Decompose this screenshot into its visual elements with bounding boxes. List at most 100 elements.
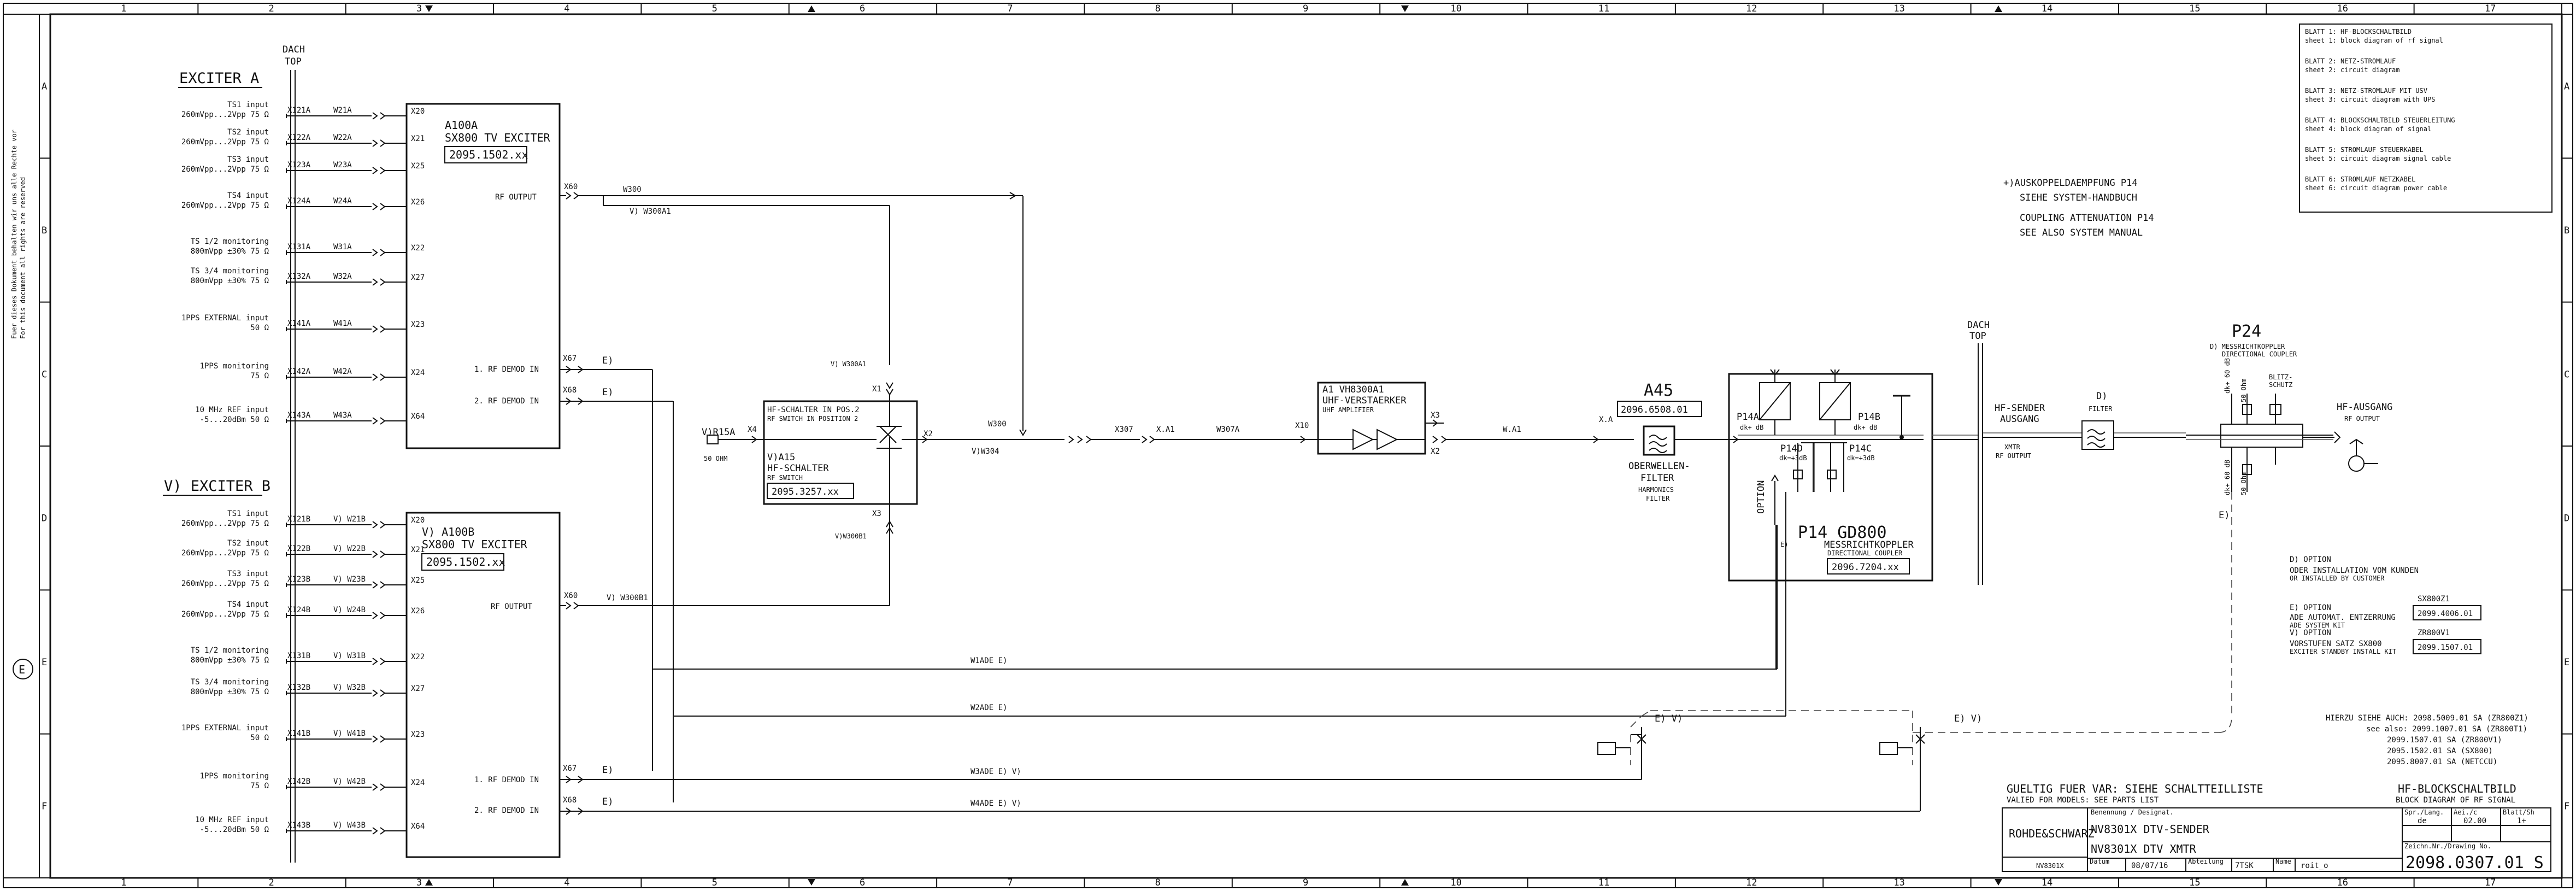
input-cable: W21A	[333, 106, 352, 115]
input-label: TS1 input	[227, 509, 269, 518]
label-rf-exit-xmtr: XMTR	[2004, 443, 2021, 451]
label-coupler-p14b-db: dk+ dB	[1854, 424, 1877, 431]
filter-icon	[1649, 435, 1667, 440]
label-filter-name2: FILTER	[1640, 473, 1674, 484]
input-spec: 260mVpp...2Vpp 75 Ω	[181, 110, 269, 119]
exciter-b-demod2: 2. RF DEMOD IN	[474, 806, 539, 815]
input-cable: W43A	[333, 411, 352, 420]
label-hf-switch-top-cable: V) W300A1	[831, 360, 866, 368]
label-options-e-code: SX800Z1	[2418, 595, 2450, 603]
label-coupler-p14d-db: dk=+3dB	[1779, 454, 1807, 462]
coupling-note-1: +)AUSKOPPELDAEMPFUNG P14	[2003, 178, 2138, 189]
label-coupler-p14d: P14D	[1780, 443, 1803, 454]
label-exciter-a-rf-conn: X60	[564, 183, 578, 191]
input-label: 1PPS monitoring	[200, 772, 269, 781]
row-label: E	[2564, 657, 2569, 668]
label-title-block-aend-label: Aei./c	[2454, 808, 2477, 816]
input-cable: W22A	[333, 133, 352, 142]
input-connector: X143A	[287, 411, 311, 420]
column-label: 8	[1155, 877, 1161, 888]
row-label: D	[42, 513, 47, 524]
label-title-block-sprache-label: Spr./Lang.	[2404, 808, 2444, 816]
input-spec: 800mVpp ±30% 75 Ω	[191, 688, 269, 696]
rf-exit-name: HF-SENDER	[1995, 403, 2045, 414]
label-amplifier-wa1: W.A1	[1503, 425, 1521, 434]
input-connector: X132B	[287, 683, 310, 692]
label-exciter-b-links-e2: E)	[602, 796, 613, 807]
column-label: 13	[1893, 3, 1904, 14]
label-coupler-p14c-db: dk=+3dB	[1847, 454, 1875, 462]
p14-part: 2096.7204.xx	[1832, 562, 1899, 573]
frame-marker-icon	[425, 879, 433, 886]
row-label: B	[2564, 225, 2569, 236]
input-label: 1PPS EXTERNAL input	[181, 724, 269, 732]
input-cable: V) W43B	[333, 821, 366, 830]
row-label: C	[2564, 369, 2569, 380]
rights-note: Fuer dieses Dokument behalten wir uns al…	[10, 130, 27, 339]
label-hf-switch-x1: X1	[872, 385, 881, 394]
label-title-block-aend: 02.00	[2463, 817, 2486, 825]
exciter-a-block	[405, 103, 561, 449]
column-label: 9	[1303, 3, 1308, 14]
input-port: X27	[411, 273, 425, 282]
input-connector: X123A	[287, 161, 311, 169]
label-options-v-code: ZR800V1	[2418, 629, 2450, 637]
label-title-block-title-en: BLOCK DIAGRAM OF RF SIGNAL	[2396, 796, 2515, 805]
label-dach-top2-0: DACH	[1967, 320, 1990, 331]
label-options-e-part: 2099.4006.01	[2418, 609, 2473, 618]
column-label: 12	[1746, 3, 1757, 14]
input-label: TS3 input	[227, 155, 269, 164]
label-coupler-p14a: P14A	[1737, 412, 1759, 423]
column-label: 17	[2485, 3, 2496, 14]
label-monitoring-e-v1: E) V)	[1655, 713, 1683, 724]
input-spec: 75 Ω	[250, 372, 269, 380]
column-label: 16	[2337, 877, 2348, 888]
column-label: 7	[1007, 877, 1013, 888]
filter-icon	[2087, 429, 2106, 435]
input-cable: W32A	[333, 272, 352, 281]
drawing-frame: 1122334455667788991010111112121313141415…	[3, 3, 2573, 888]
antenna-icon	[2348, 455, 2365, 472]
label-options-v-line1: V) OPTION	[2290, 629, 2331, 637]
amplifier-chain: W300 V)W304 X307 X.A1 W307A X10 A1 VH830…	[929, 195, 1634, 456]
rf-exit-section: DACH TOP HF-SENDER AUSGANG XMTR RF OUTPU…	[1932, 320, 2186, 585]
input-connector: X131B	[287, 652, 310, 660]
sheet-index-de: BLATT 2: NETZ-STROMLAUF	[2305, 57, 2396, 65]
label-coupler-option: OPTION	[1756, 480, 1767, 514]
input-connector: X121A	[287, 106, 311, 115]
column-label: 17	[2485, 877, 2496, 888]
column-label: 9	[1303, 877, 1308, 888]
input-cable: V) W24B	[333, 606, 366, 614]
label-hf-switch-x2: X2	[924, 430, 933, 438]
frame-marker-icon	[1995, 879, 2002, 886]
input-spec: 260mVpp...2Vpp 75 Ω	[181, 610, 269, 619]
label-p24-prefix: D) MESSRICHTKOPPLER	[2210, 343, 2285, 350]
label-monitoring-w3ade: W3ADE E) V)	[971, 767, 1021, 776]
column-label: 6	[860, 877, 865, 888]
label-mid-cables-x307: X307	[1115, 425, 1133, 434]
label-rf-exit-name2: AUSGANG	[2000, 414, 2039, 425]
label-options-v-line2: VORSTUFEN SATZ SX800	[2290, 640, 2382, 648]
input-connector: X124A	[287, 197, 311, 206]
label-title-block-abt: 7TSK	[2235, 861, 2254, 870]
input-cable: W41A	[333, 319, 352, 328]
exciter-b-demod1: 1. RF DEMOD IN	[474, 776, 539, 784]
sheet-index-en: sheet 5: circuit diagram signal cable	[2305, 155, 2451, 162]
input-port: X64	[411, 822, 425, 831]
input-port: X21	[411, 134, 425, 143]
label-exciter-a-links-e1: E)	[602, 355, 613, 366]
amplifier-ref: A1 VH8300A1	[1322, 384, 1384, 395]
antenna-icon	[1770, 369, 1780, 383]
row-label: F	[42, 801, 47, 812]
label-amplifier-x2: X2	[1431, 447, 1440, 456]
company-name: ROHDE&SCHWARZ	[2009, 827, 2095, 840]
column-label: 14	[2042, 877, 2052, 888]
amplifier-name: UHF-VERSTAERKER	[1322, 395, 1407, 406]
input-port: X27	[411, 684, 425, 693]
label-exciter-b-demod2-conn: X68	[563, 796, 577, 805]
input-port: X25	[411, 162, 425, 171]
input-port: X23	[411, 730, 425, 739]
input-port: X22	[411, 244, 425, 253]
